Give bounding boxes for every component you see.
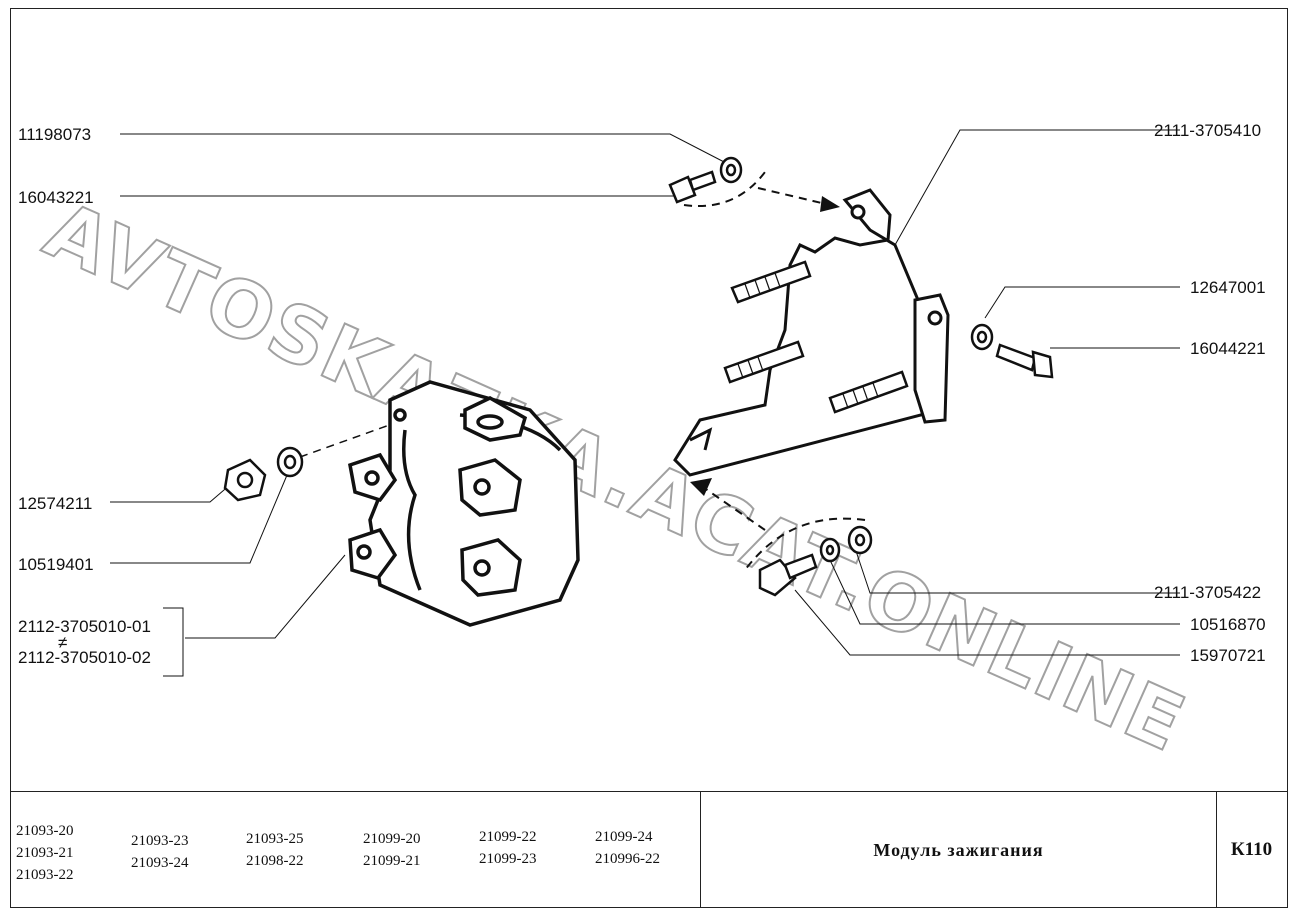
model-code: 21099-21 bbox=[363, 853, 421, 869]
leader-lines bbox=[110, 129, 1180, 677]
model-column-4: 21099-20 21099-21 bbox=[363, 828, 421, 872]
model-code: 210996-22 bbox=[595, 851, 660, 867]
part-labels: 11198073 16043221 2111-3705410 12647001 … bbox=[18, 121, 1266, 667]
model-column-2: 21093-23 21093-24 bbox=[131, 830, 189, 874]
model-code: 21099-22 bbox=[479, 829, 537, 845]
label-12647001: 12647001 bbox=[1190, 278, 1266, 297]
model-code: 21093-24 bbox=[131, 855, 189, 871]
model-code: 21099-23 bbox=[479, 851, 537, 867]
label-2111-3705422: 2111-3705422 bbox=[1154, 583, 1261, 602]
studs bbox=[723, 260, 909, 414]
nut-left bbox=[223, 446, 304, 502]
model-code: 21093-25 bbox=[246, 831, 304, 847]
model-column-3: 21093-25 21098-22 bbox=[246, 828, 304, 872]
model-code: 21098-22 bbox=[246, 853, 304, 869]
model-code: 21099-24 bbox=[595, 829, 653, 845]
label-16044221: 16044221 bbox=[1190, 339, 1266, 358]
label-2111-3705410: 2111-3705410 bbox=[1154, 121, 1261, 140]
model-code: 21093-21 bbox=[16, 845, 74, 861]
model-column-6: 21099-24 210996-22 bbox=[595, 826, 660, 870]
bolt-top bbox=[668, 156, 743, 204]
label-2112-3705010-01: 2112-3705010-01 bbox=[18, 617, 151, 636]
arrowheads bbox=[690, 196, 840, 496]
sheet-code: К110 bbox=[1230, 839, 1273, 860]
bolt-lower bbox=[758, 525, 873, 597]
model-code: 21093-23 bbox=[131, 833, 189, 849]
label-15970721: 15970721 bbox=[1190, 646, 1266, 665]
stud-threads bbox=[737, 272, 879, 409]
bracket bbox=[673, 188, 950, 477]
drawing-frame bbox=[10, 8, 1288, 908]
alt-symbol: ≠ bbox=[58, 633, 67, 652]
model-column-5: 21099-22 21099-23 bbox=[479, 826, 537, 870]
label-12574211: 12574211 bbox=[18, 494, 92, 513]
page-title: Модуль зажигания bbox=[700, 792, 1217, 908]
label-16043221: 16043221 bbox=[18, 188, 94, 207]
ignition-module bbox=[348, 380, 580, 627]
label-10519401: 10519401 bbox=[18, 555, 94, 574]
watermark-text: AVTOSKAZKA.ACAT.ONLINE bbox=[32, 185, 1198, 770]
label-2112-3705010-02: 2112-3705010-02 bbox=[18, 648, 151, 667]
label-10516870: 10516870 bbox=[1190, 615, 1266, 634]
label-11198073: 11198073 bbox=[18, 125, 91, 144]
model-code: 21099-20 bbox=[363, 831, 421, 847]
assembly-paths bbox=[299, 171, 866, 571]
watermark: AVTOSKAZKA.ACAT.ONLINE bbox=[31, 184, 1199, 771]
model-code: 21093-20 bbox=[16, 823, 74, 839]
model-column-1: 21093-20 21093-21 21093-22 bbox=[16, 820, 74, 886]
model-code: 21093-22 bbox=[16, 867, 74, 883]
title-block: 21093-20 21093-21 21093-22 21093-23 2109… bbox=[10, 791, 1288, 908]
bolt-right bbox=[970, 323, 1054, 379]
